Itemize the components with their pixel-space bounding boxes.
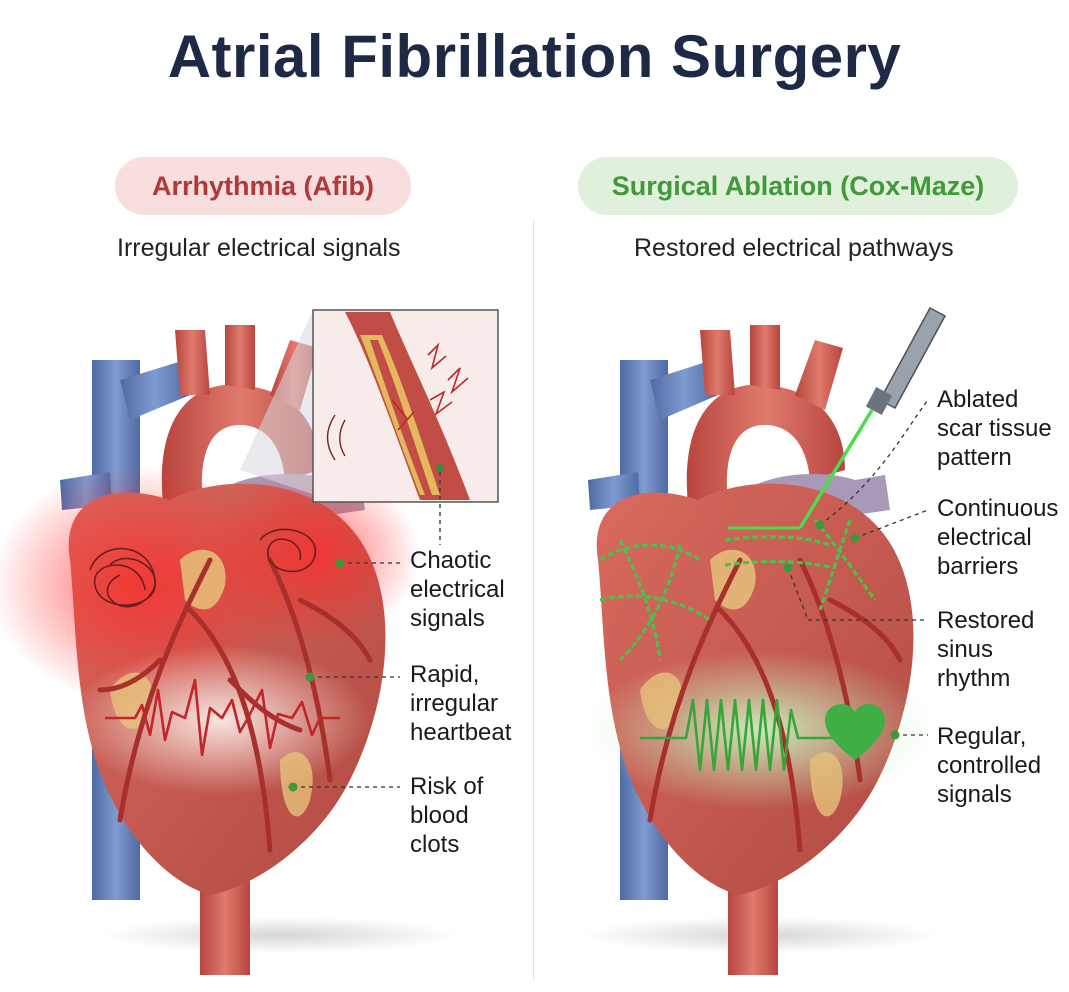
label-line: Restored (937, 607, 1035, 634)
label-line: Rapid, (410, 661, 480, 688)
label-line: signals (410, 605, 485, 632)
afib-leader-lines (293, 472, 441, 788)
ablation-scar-lines (599, 518, 877, 662)
label-line: sinus (937, 636, 994, 663)
panel-divider (533, 220, 534, 980)
label-line: barriers (937, 553, 1019, 580)
label-rapid-heartbeat: Rapid, irregular heartbeat (410, 660, 511, 747)
regular-sine-trace (640, 698, 835, 772)
label-line: Continuous (937, 495, 1059, 522)
afib-heading-pill: Arrhythmia (Afib) (115, 157, 411, 215)
label-continuous-barriers: Continuous electrical barriers (937, 494, 1058, 581)
heart-icon (825, 704, 885, 760)
label-line: Ablated (937, 386, 1019, 413)
label-line: signals (937, 781, 1012, 808)
label-line: irregular (410, 690, 499, 717)
label-regular-signals: Regular, controlled signals (937, 722, 1041, 809)
ablation-subtitle: Restored electrical pathways (634, 234, 954, 262)
afib-artery-inset (240, 309, 499, 503)
label-sinus-rhythm: Restored sinus rhythm (937, 606, 1034, 693)
ablation-heading-pill: Surgical Ablation (Cox-Maze) (578, 157, 1018, 215)
label-line: pattern (937, 444, 1012, 471)
label-ablated-scar: Ablated scar tissue pattern (937, 385, 1052, 472)
label-line: rhythm (937, 665, 1011, 692)
label-blood-clots: Risk of blood clots (410, 772, 483, 859)
label-line: Chaotic (410, 547, 492, 574)
label-line: controlled (937, 752, 1042, 779)
page-title: Atrial Fibrillation Surgery (167, 23, 902, 90)
label-line: electrical (410, 576, 505, 603)
label-line: blood (410, 802, 469, 829)
label-line: heartbeat (410, 719, 512, 746)
label-line: electrical (937, 524, 1032, 551)
afib-heart-illustration (0, 325, 460, 975)
label-line: clots (410, 831, 460, 858)
chaotic-signal-swirl (89, 528, 316, 608)
irregular-ecg-trace (105, 678, 340, 757)
label-line: scar tissue (937, 415, 1052, 442)
ablation-leader-lines (787, 399, 929, 736)
afib-subtitle: Irregular electrical signals (117, 234, 401, 262)
ablation-heart-illustration (580, 306, 947, 975)
label-line: Risk of (410, 773, 484, 800)
label-chaotic-signals: Chaotic electrical signals (410, 546, 505, 633)
label-line: Regular, (937, 723, 1027, 750)
